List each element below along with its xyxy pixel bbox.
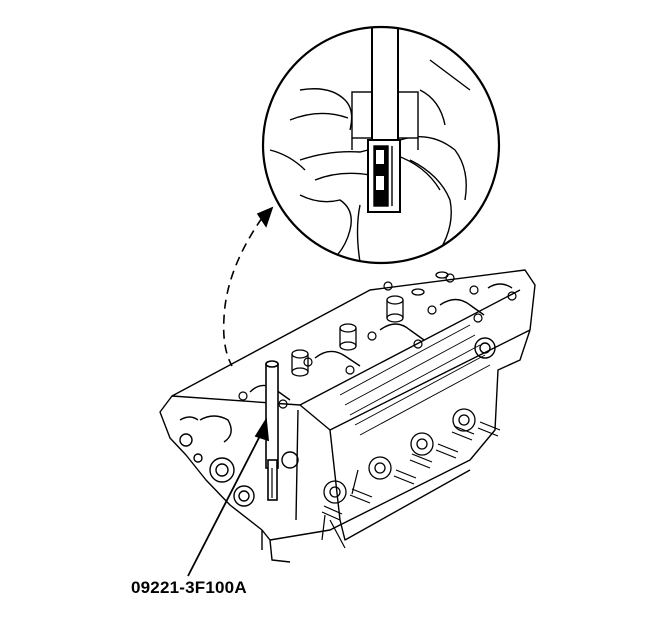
cylinder-head-illustration — [159, 269, 536, 563]
tiny-dot: . — [120, 539, 121, 541]
part-leader-arrow — [187, 417, 270, 577]
magnified-detail-view — [261, 25, 501, 265]
detail-pointer-arrow — [222, 206, 274, 367]
valve-guide-tool — [265, 360, 279, 501]
tool-part-number-label: 09221-3F100A — [131, 578, 247, 597]
